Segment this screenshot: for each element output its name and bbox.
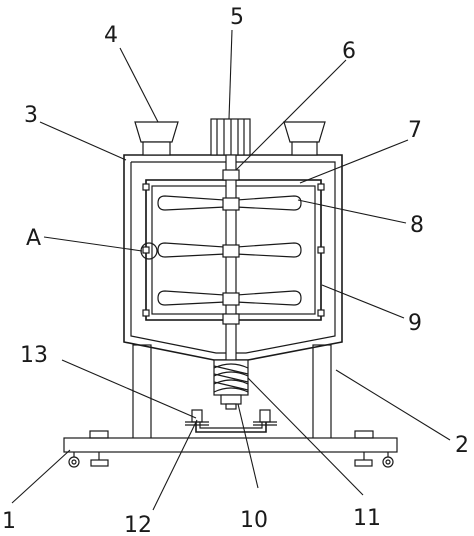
label-11: 11 xyxy=(353,506,381,531)
label-7: 7 xyxy=(408,118,422,143)
label-a: A xyxy=(26,226,41,251)
label-4: 4 xyxy=(104,23,118,48)
label-8: 8 xyxy=(410,213,424,238)
label-6: 6 xyxy=(342,39,356,64)
label-13: 13 xyxy=(20,343,48,368)
label-10: 10 xyxy=(240,508,268,533)
screw-outlet xyxy=(213,359,249,410)
motor xyxy=(210,118,251,156)
stirring-blades xyxy=(157,195,302,306)
label-2: 2 xyxy=(455,433,469,458)
label-9: 9 xyxy=(408,311,422,336)
outlet-clamp xyxy=(185,409,277,433)
central-shaft xyxy=(222,154,240,361)
label-5: 5 xyxy=(230,5,244,30)
label-3: 3 xyxy=(24,103,38,128)
inlet-hoppers xyxy=(134,121,326,156)
label-12: 12 xyxy=(124,513,152,536)
leader-lines xyxy=(11,29,451,511)
part-labels: 1 2 3 4 5 6 7 8 9 10 11 12 13 A xyxy=(2,5,469,536)
label-1: 1 xyxy=(2,509,16,534)
base-frame xyxy=(63,430,398,468)
